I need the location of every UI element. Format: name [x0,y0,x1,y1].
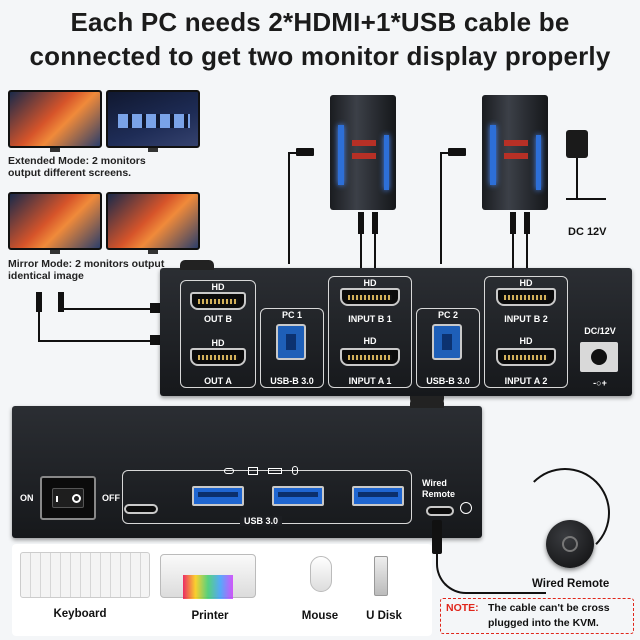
usb-plug-icon [296,148,314,156]
hdmi-plug-icon [58,292,64,312]
input-a1-hd-label: HD [363,336,377,346]
monitor-mirror-right [106,192,200,250]
input-a1-hdmi-port[interactable] [340,348,400,366]
pc-1-usb-b-port[interactable] [276,324,306,360]
usb-c-port[interactable] [124,504,158,514]
mouse-image [310,556,332,592]
input-a1-label: INPUT A 1 [348,376,392,386]
pc-2-usb-b-port[interactable] [432,324,462,360]
mirror-mode-line-1: Mirror Mode: 2 monitors output [8,258,165,270]
wired-remote-line-2: Remote [422,489,456,499]
monitor-extended-left [8,90,102,148]
out-ports-frame [180,280,256,388]
hdmi-plug-icon [36,292,42,312]
headline-line-1: Each PC needs 2*HDMI+1*USB cable be [70,7,570,37]
input-b1-hd-label: HD [363,278,377,288]
input-a2-hd-label: HD [519,336,533,346]
note-line-2: plugged into the KVM. [488,617,599,629]
pc-2-hdmi-frame [484,276,568,388]
udisk-image [374,556,388,596]
input-a2-hdmi-port[interactable] [496,348,556,366]
pc-2-tower [482,95,548,210]
input-b1-hdmi-port[interactable] [340,288,400,306]
printer-icon [248,467,258,475]
note-box [440,598,634,634]
keyboard-icon [268,468,282,474]
wired-remote-line-1: Wired [422,478,447,488]
printer-image [160,554,256,599]
keyboard-label: Keyboard [53,608,107,620]
power-adapter-icon [566,130,588,158]
usb-plug-icon [448,148,466,156]
wired-remote-port[interactable] [426,506,454,516]
dc-polarity-icon: -○+ [593,378,607,388]
off-label: OFF [102,493,120,503]
keyboard-image [20,552,150,598]
kvm-front-panel: ON OFF USB 3.0 Wired Remote [12,398,482,538]
dc-label: DC/12V [584,326,616,336]
pc-1-usb-frame [260,308,324,388]
remote-icon [460,502,472,514]
note-prefix: NOTE: [446,602,479,614]
pc-2-usb-frame [416,308,480,388]
input-b2-label: INPUT B 2 [504,314,548,324]
monitor-mirror-left [8,192,102,250]
usb-a-port-2[interactable] [272,486,324,506]
note-line-1: The cable can't be cross [488,602,610,614]
out-a-hd-label: HD [211,338,225,348]
pc-2-title: PC 2 [437,310,458,320]
monitor-extended-right [106,90,200,148]
pc-2-usb-label: USB-B 3.0 [426,376,470,386]
udisk-label: U Disk [366,610,402,622]
pc-1-tower [330,95,396,210]
mouse-icon [292,466,298,475]
out-b-label: OUT B [204,314,232,324]
pc-1-title: PC 1 [281,310,302,320]
wired-remote-button[interactable] [546,520,594,568]
pc-1-usb-label: USB-B 3.0 [270,376,314,386]
kvm-rear-panel: HD OUT B HD OUT A PC 1 USB-B 3.0 HD INPU… [160,260,632,404]
out-b-hd-label: HD [211,282,225,292]
dc-jack-port[interactable] [580,342,618,372]
input-b1-label: INPUT B 1 [348,314,392,324]
power-switch[interactable] [40,476,96,520]
input-b2-hdmi-port[interactable] [496,288,556,306]
usb-3-label: USB 3.0 [240,516,283,526]
pc-1-hdmi-frame [328,276,412,388]
wired-remote-label: Wired Remote [532,578,610,590]
extended-mode-line-1: Extended Mode: 2 monitors [8,155,146,167]
link-icon [224,468,234,474]
mouse-label: Mouse [301,610,339,622]
mirror-mode-line-2: identical image [8,270,84,282]
power-adapter-label: DC 12V [568,226,607,238]
headline-line-2: connected to get two monitor display pro… [29,41,611,71]
input-a2-label: INPUT A 2 [504,376,548,386]
usb-a-port-1[interactable] [192,486,244,506]
out-b-hdmi-port[interactable] [190,292,246,310]
out-a-label: OUT A [204,376,232,386]
printer-label: Printer [191,610,229,622]
out-a-hdmi-port[interactable] [190,348,246,366]
on-label: ON [20,493,34,503]
input-b2-hd-label: HD [519,278,533,288]
extended-mode-line-2: output different screens. [8,167,132,179]
usb-a-port-3[interactable] [352,486,404,506]
